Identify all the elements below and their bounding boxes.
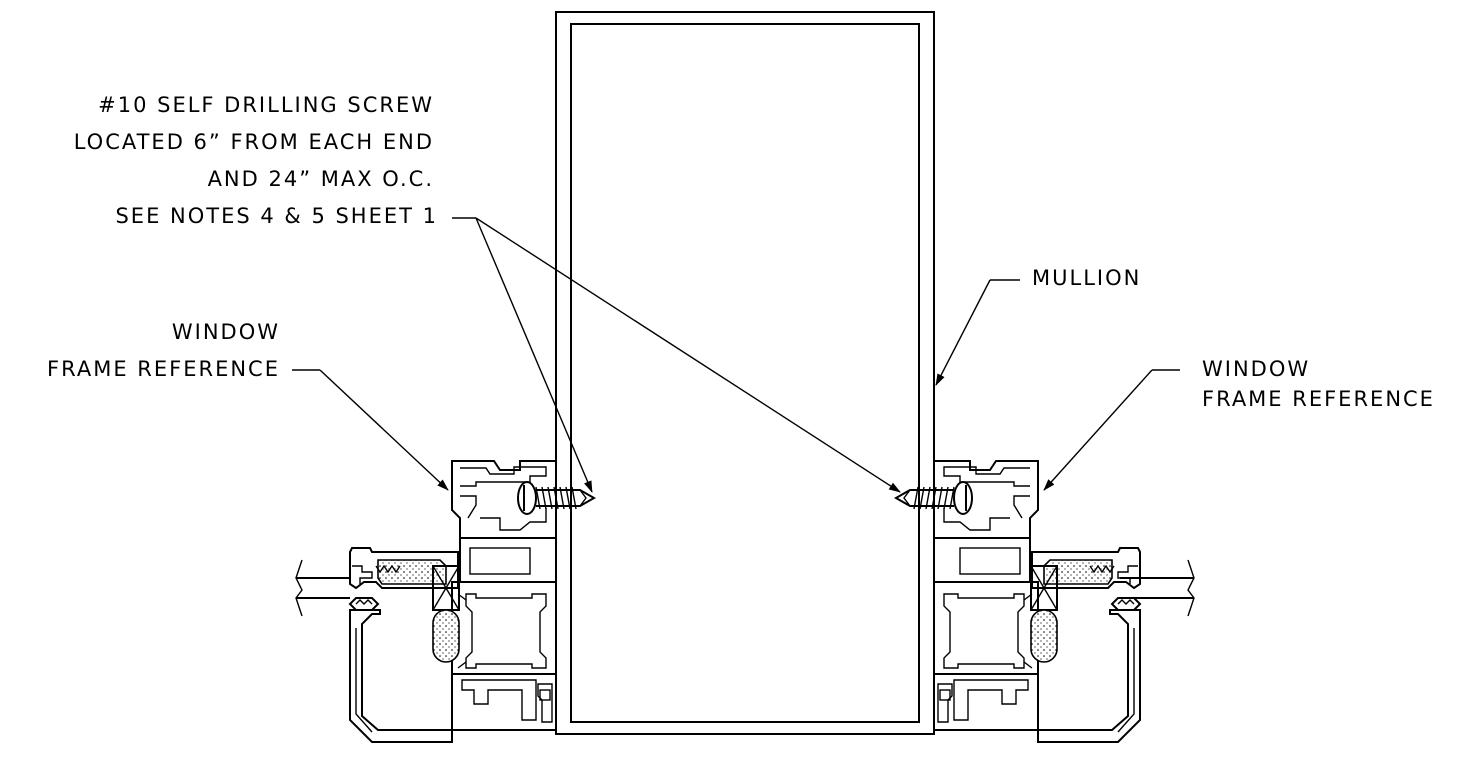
svg-text:FRAME REFERENCE: FRAME REFERENCE (1202, 387, 1435, 411)
window-frame-right (895, 460, 1141, 743)
svg-text:LOCATED 6” FROM EACH END: LOCATED 6” FROM EACH END (74, 130, 434, 154)
svg-text:SEE NOTES 4 & 5 SHEET 1: SEE NOTES 4 & 5 SHEET 1 (115, 204, 438, 228)
svg-text:FRAME REFERENCE: FRAME REFERENCE (47, 357, 280, 381)
svg-text:WINDOW: WINDOW (1202, 357, 1310, 381)
window-frame-right-label: WINDOW FRAME REFERENCE (1202, 357, 1435, 411)
screw-note-label: #10 SELF DRILLING SCREW LOCATED 6” FROM … (74, 93, 438, 228)
leader-lines (292, 217, 1180, 493)
svg-text:#10 SELF DRILLING SCREW: #10 SELF DRILLING SCREW (98, 93, 434, 117)
svg-text:AND 24” MAX O.C.: AND 24” MAX O.C. (208, 167, 434, 191)
mullion-tube (555, 11, 935, 735)
window-frame-left-label: WINDOW FRAME REFERENCE (47, 320, 280, 381)
mullion-label: MULLION (1032, 266, 1141, 290)
svg-text:WINDOW: WINDOW (172, 320, 280, 344)
window-frame-left (349, 460, 595, 743)
